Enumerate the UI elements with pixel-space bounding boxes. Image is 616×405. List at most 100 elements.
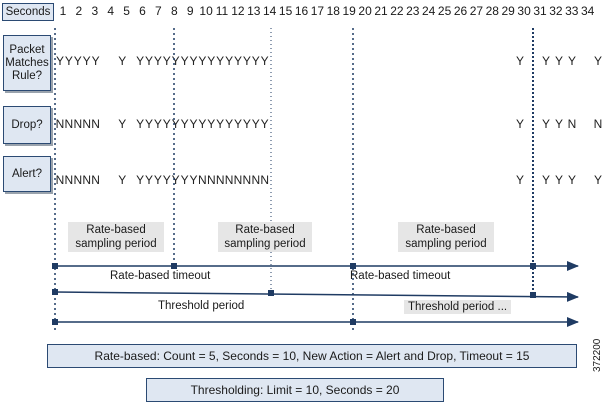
row-label-alert: Alert? — [11, 167, 43, 180]
row-value: Y — [198, 117, 207, 131]
second-number: 19 — [342, 4, 356, 18]
row-value: Y — [162, 54, 171, 68]
row-value: Y — [515, 117, 524, 131]
row-value: N — [73, 117, 83, 131]
thresholding-config-box: Thresholding: Limit = 10, Seconds = 20 — [146, 378, 444, 402]
second-number: 11 — [215, 4, 229, 18]
row-value: Y — [189, 173, 198, 187]
row-value: N — [91, 117, 100, 131]
row-value: Y — [82, 54, 91, 68]
seconds-label: Seconds — [5, 5, 51, 18]
row-value: Y — [171, 54, 180, 68]
second-number: 16 — [294, 4, 309, 18]
row-value: N — [233, 173, 243, 187]
row-value: N — [242, 173, 252, 187]
second-number: 3 — [91, 4, 99, 18]
row-value: Y — [136, 173, 145, 187]
row-value: N — [64, 117, 74, 131]
threshold-label-2: Threshold period ... — [404, 300, 512, 314]
thresholding-config-text: Thresholding: Limit = 10, Seconds = 20 — [190, 383, 400, 397]
row-value: Y — [515, 173, 524, 187]
row-value: Y — [153, 54, 162, 68]
row-value: Y — [136, 117, 145, 131]
row-value: Y — [541, 117, 550, 131]
sampling-period-label-1: Rate-based sampling period — [68, 222, 164, 252]
row-value: Y — [515, 54, 524, 68]
second-number: 32 — [549, 4, 563, 18]
second-number: 34 — [581, 4, 595, 18]
sampling-period-label-2: Rate-based sampling period — [218, 222, 312, 252]
row-value: N — [567, 117, 577, 131]
row-value: Y — [180, 173, 189, 187]
row-value: Y — [73, 54, 82, 68]
marker-threshold-start — [52, 319, 58, 325]
second-number: 1 — [59, 4, 67, 18]
second-number: 14 — [263, 4, 277, 18]
row-value: Y — [144, 54, 153, 68]
row-value: N — [64, 173, 74, 187]
row-value: Y — [180, 117, 189, 131]
row-value: Y — [180, 54, 189, 68]
second-number: 7 — [155, 4, 162, 18]
row-value: N — [82, 117, 92, 131]
row-value: Y — [171, 117, 180, 131]
second-number: 29 — [501, 4, 515, 18]
second-number: 2 — [75, 4, 83, 18]
row-value: N — [224, 173, 234, 187]
row-value: N — [206, 173, 216, 187]
row-value: Y — [260, 54, 269, 68]
row-value: Y — [153, 173, 162, 187]
arrow-sampling — [54, 291, 579, 302]
row-value: Y — [118, 173, 127, 187]
drop-box: Drop? — [3, 106, 51, 144]
marker-sampling-31 — [530, 292, 536, 298]
row-value: Y — [251, 54, 260, 68]
second-number: 21 — [374, 4, 388, 18]
row-value: Y — [554, 173, 563, 187]
row-value: Y — [242, 117, 251, 131]
row-value: Y — [64, 54, 73, 68]
second-number: 5 — [123, 4, 130, 18]
second-number: 18 — [326, 4, 340, 18]
row-value: Y — [554, 54, 563, 68]
marker-timeout-start — [52, 263, 58, 269]
second-number: 17 — [310, 4, 325, 18]
marker-timeout-11 — [171, 263, 177, 269]
second-number: 33 — [565, 4, 579, 18]
second-number: 31 — [533, 4, 547, 18]
row-value: Y — [251, 117, 260, 131]
sampling-period-label-3: Rate-based sampling period — [398, 222, 494, 252]
marker-sampling-start — [52, 289, 58, 295]
marker-timeout-21 — [350, 263, 356, 269]
second-number: 22 — [390, 4, 404, 18]
second-number: 26 — [453, 4, 468, 18]
row-value: Y — [541, 173, 550, 187]
row-value: Y — [162, 173, 171, 187]
figure-id: 372200 — [592, 338, 603, 372]
row-value: Y — [233, 54, 242, 68]
row-value: N — [55, 117, 65, 131]
row-value: Y — [233, 117, 242, 131]
packet-matches-rule-box: Packet Matches Rule? — [3, 35, 51, 91]
rate-based-config-box: Rate-based: Count = 5, Seconds = 10, New… — [47, 344, 577, 368]
row-value: Y — [541, 54, 550, 68]
row-value: Y — [567, 54, 576, 68]
row-value: Y — [216, 117, 225, 131]
second-number: 27 — [469, 4, 484, 18]
threshold-label-1: Threshold period — [158, 300, 245, 312]
row-value: Y — [171, 173, 180, 187]
second-number: 28 — [485, 4, 499, 18]
row-value: Y — [144, 117, 153, 131]
row-value: N — [82, 173, 92, 187]
row-value: Y — [144, 173, 153, 187]
row-value: Y — [118, 117, 127, 131]
row-value: Y — [260, 117, 269, 131]
row-value: Y — [225, 54, 234, 68]
row-value: Y — [136, 54, 145, 68]
row-value: N — [198, 173, 207, 187]
marker-sampling-16 — [268, 290, 274, 296]
row-value: Y — [55, 54, 64, 68]
row-value: Y — [216, 54, 225, 68]
row-value: N — [91, 173, 100, 187]
